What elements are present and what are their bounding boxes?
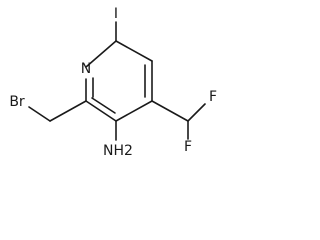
bond-ch2-bromine — [28, 106, 51, 122]
chemical-structure: I N Br NH2 F F — [9, 6, 217, 159]
bromine-label: Br — [9, 94, 25, 110]
fluorine-bottom-label: F — [184, 139, 192, 155]
ring-nitrogen-label: N — [81, 61, 91, 77]
bond-c3-c2-inner — [91, 97, 116, 114]
amine-label: NH2 — [103, 143, 133, 159]
bond-c3-c2 — [85, 100, 117, 122]
bond-c2-ch2 — [49, 100, 87, 122]
bond-c6-c5 — [115, 40, 153, 62]
bond-c4-chf2 — [151, 100, 189, 122]
bond-n-c6 — [85, 40, 117, 68]
bond-c4-c3 — [115, 100, 153, 122]
iodine-label: I — [114, 6, 118, 22]
fluorine-top-label: F — [209, 89, 217, 105]
bond-chf2-fluorine-top — [187, 103, 206, 122]
